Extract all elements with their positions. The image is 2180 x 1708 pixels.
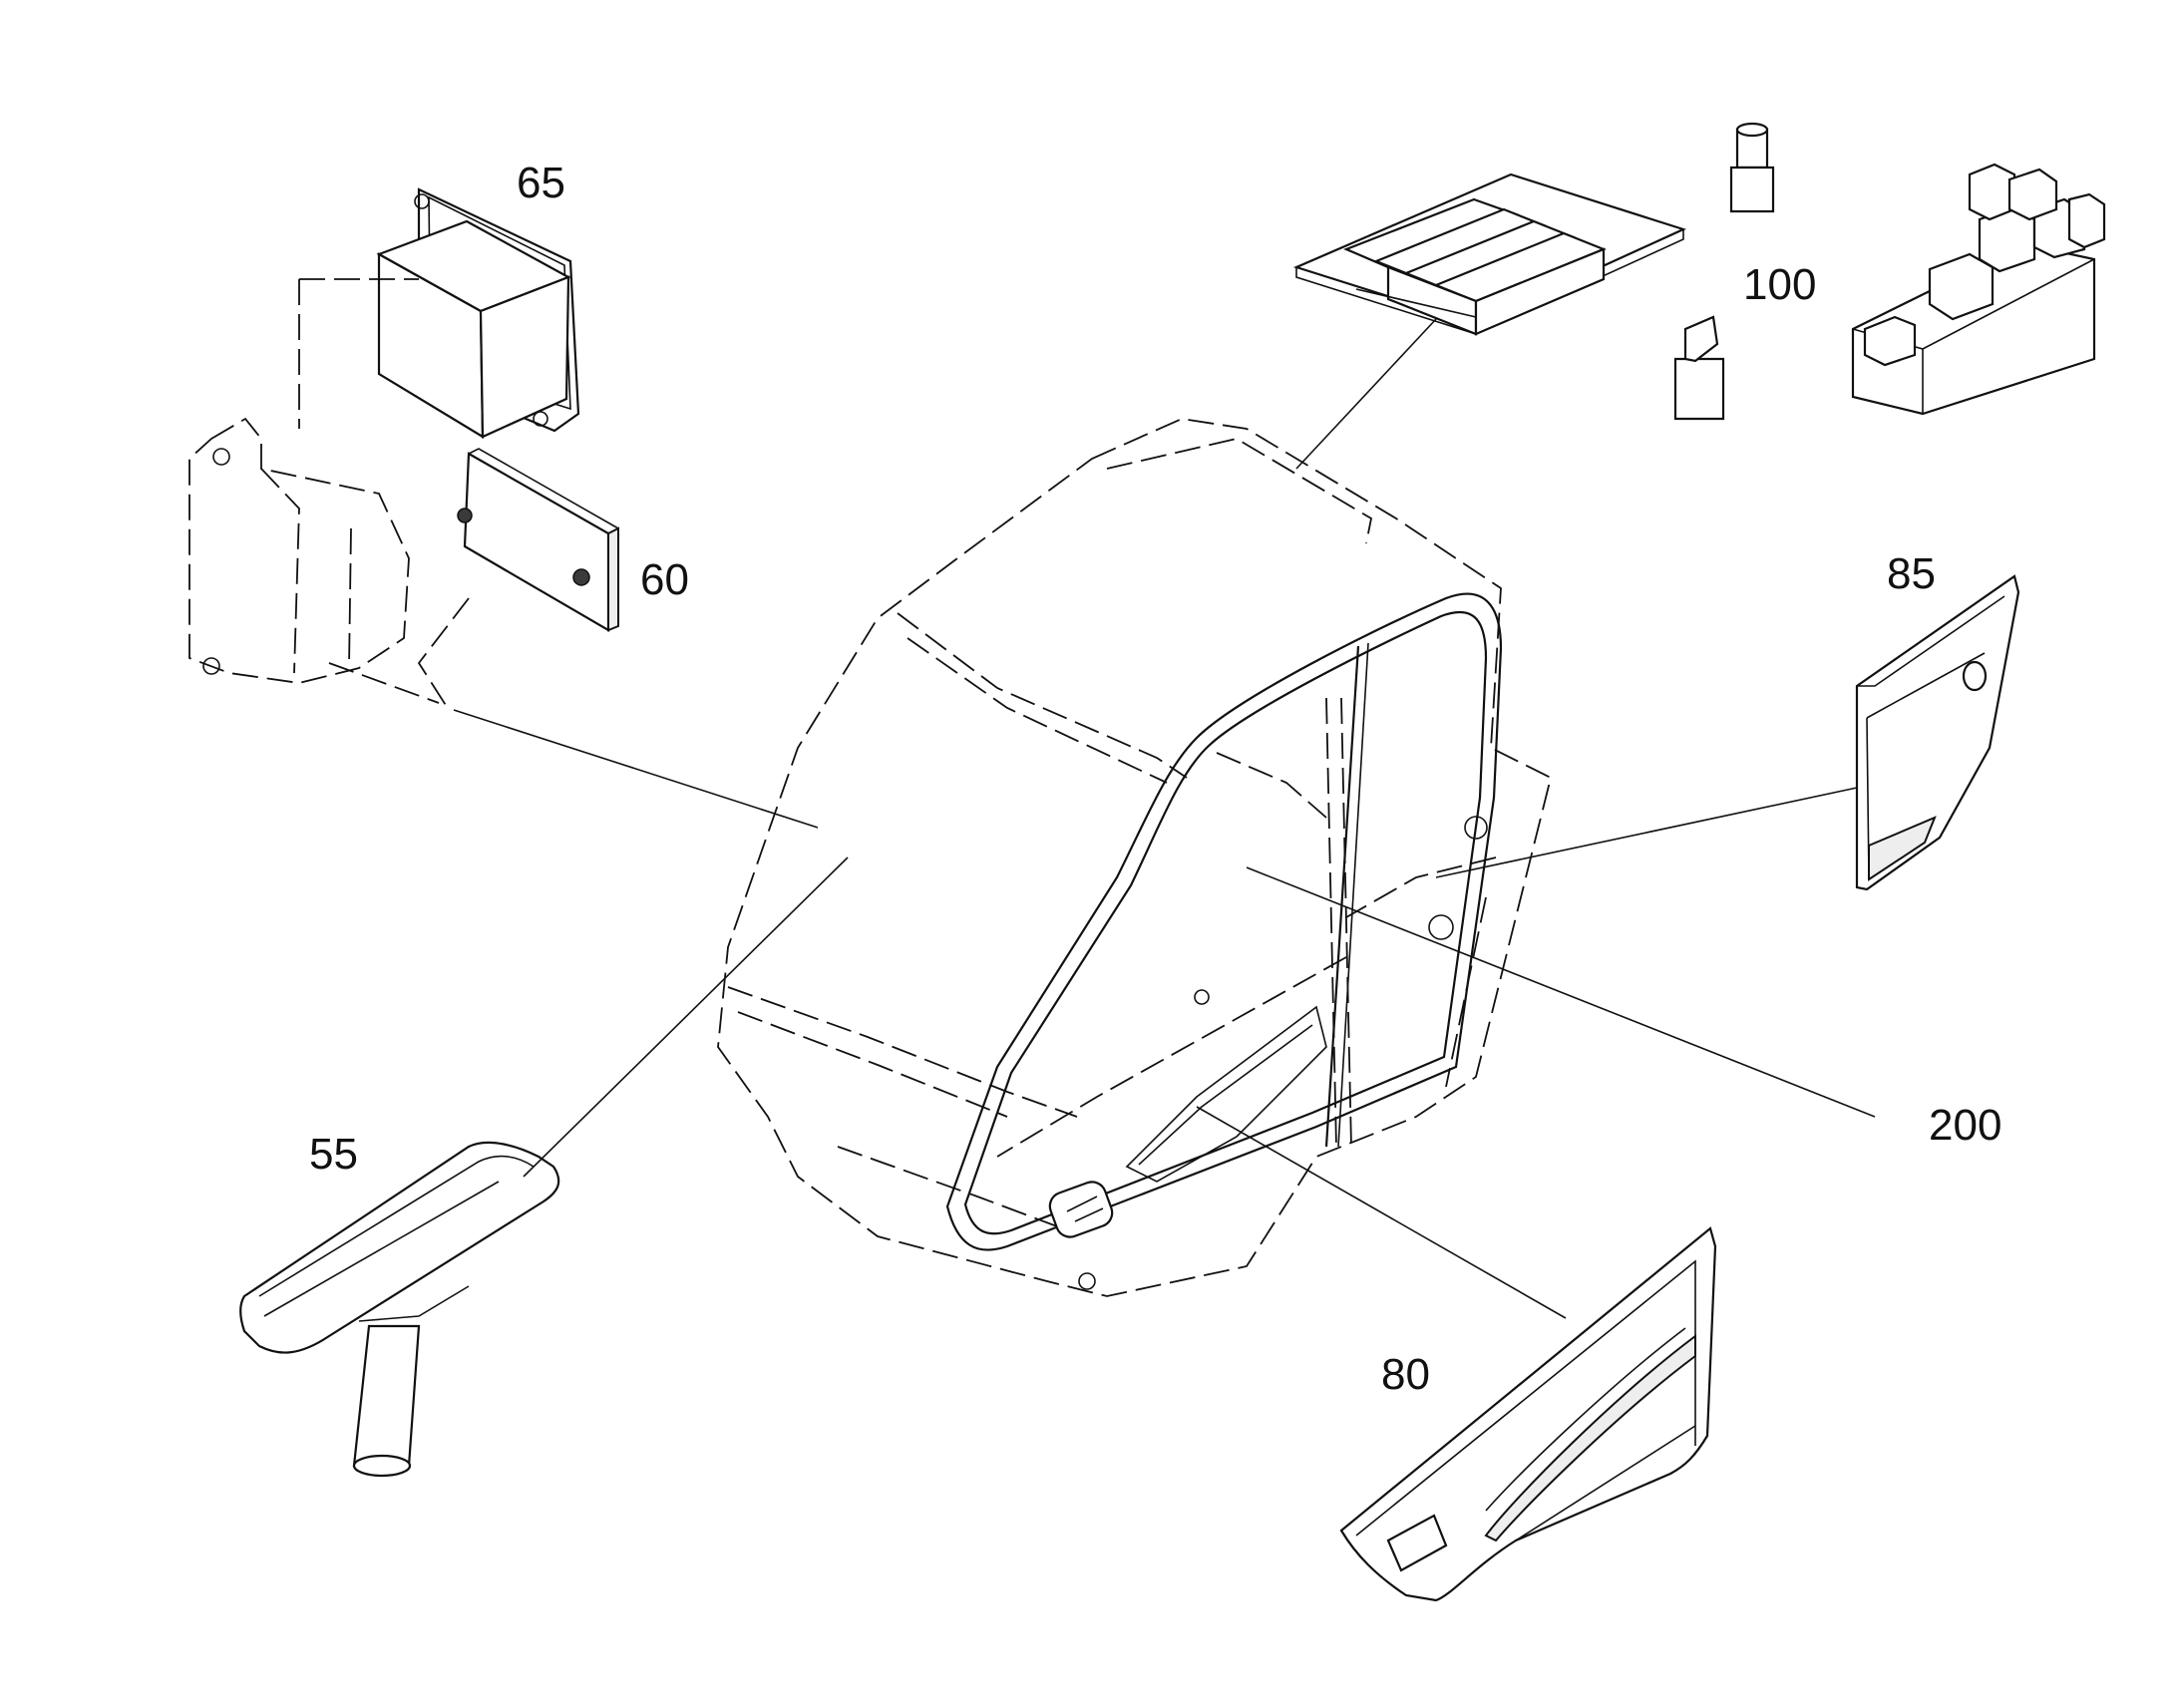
bracket-dashed-outline [188, 278, 470, 711]
part-85-side-panel[interactable] [1855, 574, 2020, 891]
leader-200 [1246, 866, 1876, 1118]
part-100-electrical-board[interactable] [1292, 172, 1687, 336]
callout-100: 100 [1743, 260, 1816, 309]
leader-100 [1295, 318, 1437, 470]
leader-55 [523, 856, 849, 1178]
leader-65-bracket [453, 709, 819, 829]
callout-85: 85 [1887, 549, 1936, 598]
part-100-switch-lower[interactable] [1673, 315, 1725, 421]
callout-200: 200 [1929, 1101, 2001, 1150]
leader-85 [1435, 787, 1858, 878]
part-100-relay-bank[interactable] [1851, 163, 2106, 416]
part-65-control-box[interactable] [376, 187, 580, 439]
part-60-cover-plate[interactable] [457, 448, 619, 632]
part-100-switch-upper[interactable] [1729, 122, 1775, 213]
callout-65: 65 [517, 159, 565, 207]
part-200-cab-body[interactable] [717, 418, 1553, 1297]
leader-80 [1196, 1106, 1567, 1319]
callout-55: 55 [309, 1130, 358, 1179]
callout-60: 60 [640, 555, 689, 604]
callout-80: 80 [1381, 1350, 1430, 1399]
part-55-armrest[interactable] [239, 1141, 560, 1478]
part-80-door-trim-panel[interactable] [1339, 1226, 1717, 1602]
